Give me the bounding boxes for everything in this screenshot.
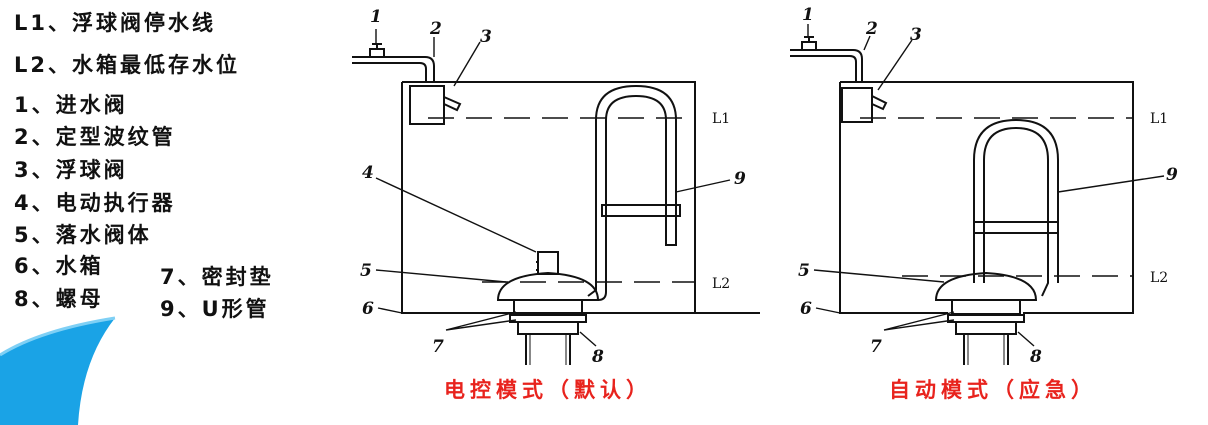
legend-item-7: 7、密封垫 bbox=[160, 265, 274, 289]
label-8: 8 bbox=[591, 347, 604, 367]
inlet-pipe bbox=[352, 56, 435, 82]
nut bbox=[517, 321, 579, 335]
label-7: 7 bbox=[432, 337, 444, 357]
legend-item-4: 4、电动执行器 bbox=[14, 191, 176, 215]
label-2: 2 bbox=[429, 19, 442, 39]
label-2: 2 bbox=[865, 19, 878, 39]
seal-gasket bbox=[513, 299, 583, 315]
inlet-pipe bbox=[790, 49, 863, 82]
nut bbox=[955, 321, 1017, 335]
label-3: 3 bbox=[480, 27, 492, 47]
label-6: 6 bbox=[800, 299, 812, 319]
label-l2: L2 bbox=[712, 276, 730, 292]
label-1: 1 bbox=[370, 7, 382, 27]
water-tank bbox=[839, 82, 948, 314]
legend-item-5: 5、落水阀体 bbox=[14, 223, 152, 247]
label-3: 3 bbox=[910, 25, 922, 45]
seal-gasket bbox=[951, 299, 1021, 315]
label-1: 1 bbox=[802, 5, 814, 25]
legend-item-8: 8、螺母 bbox=[14, 287, 104, 311]
legend-l2: L2、水箱最低存水位 bbox=[14, 53, 240, 77]
caption-auto-mode: 自动模式（应急） bbox=[889, 378, 1097, 402]
label-4: 4 bbox=[362, 163, 374, 183]
label-9: 9 bbox=[1166, 165, 1178, 185]
u-tube bbox=[973, 118, 1059, 297]
caption-electric-mode: 电控模式（默认） bbox=[444, 378, 652, 402]
u-tube bbox=[595, 84, 677, 283]
label-l1: L1 bbox=[1150, 111, 1168, 127]
inlet-valve bbox=[369, 48, 385, 58]
corner-swoosh bbox=[0, 316, 116, 425]
drop-valve-body bbox=[934, 271, 1038, 301]
label-7: 7 bbox=[870, 337, 882, 357]
legend-l1: L1、浮球阀停水线 bbox=[14, 11, 216, 35]
legend-item-2: 2、定型波纹管 bbox=[14, 125, 176, 149]
diagram-electric-mode: 1 2 3 4 5 6 7 8 9 L1 L2 bbox=[352, 7, 760, 367]
label-5: 5 bbox=[360, 261, 372, 281]
inlet-valve bbox=[801, 41, 817, 51]
label-9: 9 bbox=[734, 169, 746, 189]
diagram-auto-mode: 1 2 3 5 6 7 8 9 L1 L2 bbox=[790, 5, 1178, 367]
label-5: 5 bbox=[798, 261, 810, 281]
legend-item-1: 1、进水阀 bbox=[14, 93, 128, 117]
electric-actuator bbox=[537, 251, 559, 275]
label-l2: L2 bbox=[1150, 270, 1168, 286]
drop-valve-body bbox=[496, 271, 600, 301]
legend-item-6: 6、水箱 bbox=[14, 254, 104, 278]
legend-item-3: 3、浮球阀 bbox=[14, 158, 128, 182]
float-valve bbox=[841, 87, 873, 123]
legend-item-9: 9、U形管 bbox=[160, 297, 270, 321]
label-6: 6 bbox=[362, 299, 374, 319]
label-l1: L1 bbox=[712, 111, 730, 127]
label-8: 8 bbox=[1029, 347, 1042, 367]
